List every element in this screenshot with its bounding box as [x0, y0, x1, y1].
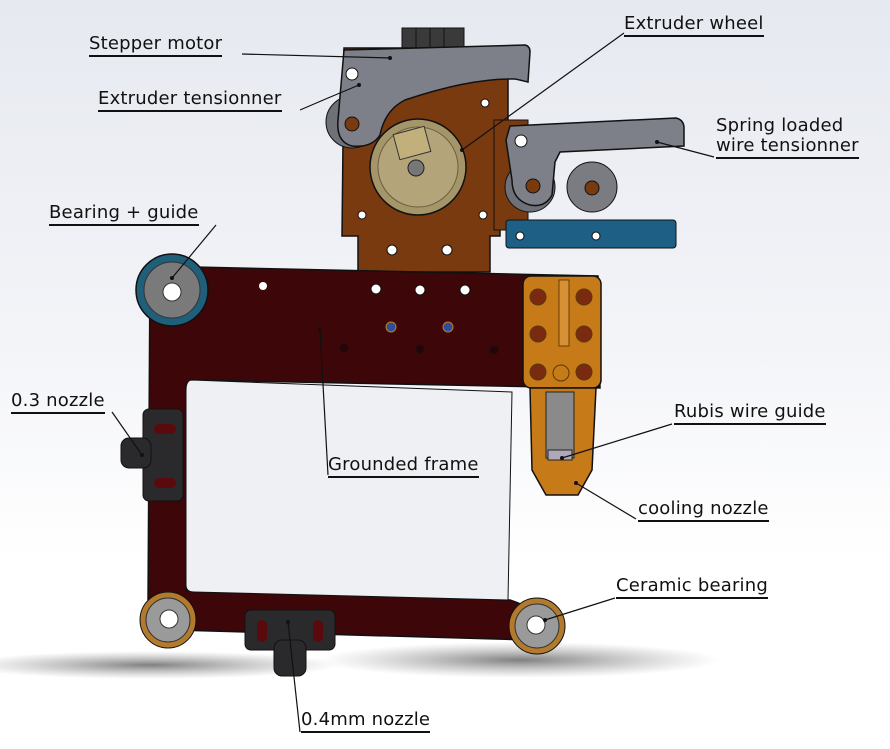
blue-rail: [505, 219, 677, 249]
cooling-nozzle: [522, 275, 602, 496]
label-extruder-wheel: Extruder wheel: [624, 14, 764, 37]
label-grounded-frame: Grounded frame: [328, 455, 479, 478]
label-nozzle-04mm: 0.4mm nozzle: [301, 710, 431, 733]
label-cooling-nozzle: cooling nozzle: [638, 499, 769, 522]
label-spring-loaded-line2: wire tensionner: [716, 136, 859, 159]
extruder-wheel: [369, 118, 467, 216]
ground-shadow: [320, 642, 720, 678]
ground-shadow: [0, 651, 340, 679]
label-extruder-tensionner: Extruder tensionner: [98, 89, 282, 112]
label-bearing-guide: Bearing + guide: [49, 203, 199, 226]
rubis-wire-guide: [547, 449, 573, 461]
ceramic-bearing-left: [139, 591, 197, 649]
nozzle-04mm-mount: [244, 609, 336, 677]
ceramic-bearing: [508, 597, 566, 655]
leader-dots: [140, 56, 659, 624]
leader-lines: [111, 32, 715, 733]
label-nozzle-03: 0.3 nozzle: [11, 391, 105, 414]
label-spring-loaded-line1: Spring loaded: [716, 115, 844, 136]
nozzle-03-mount: [120, 408, 184, 502]
label-ceramic-bearing: Ceramic bearing: [616, 576, 768, 599]
spring-loaded-wire-tensionner: [493, 117, 685, 231]
label-stepper-motor: Stepper motor: [89, 34, 223, 57]
label-rubis-wire-guide: Rubis wire guide: [674, 402, 826, 425]
bearing-guide: [135, 253, 209, 327]
extruder-tensionner: [325, 44, 531, 149]
